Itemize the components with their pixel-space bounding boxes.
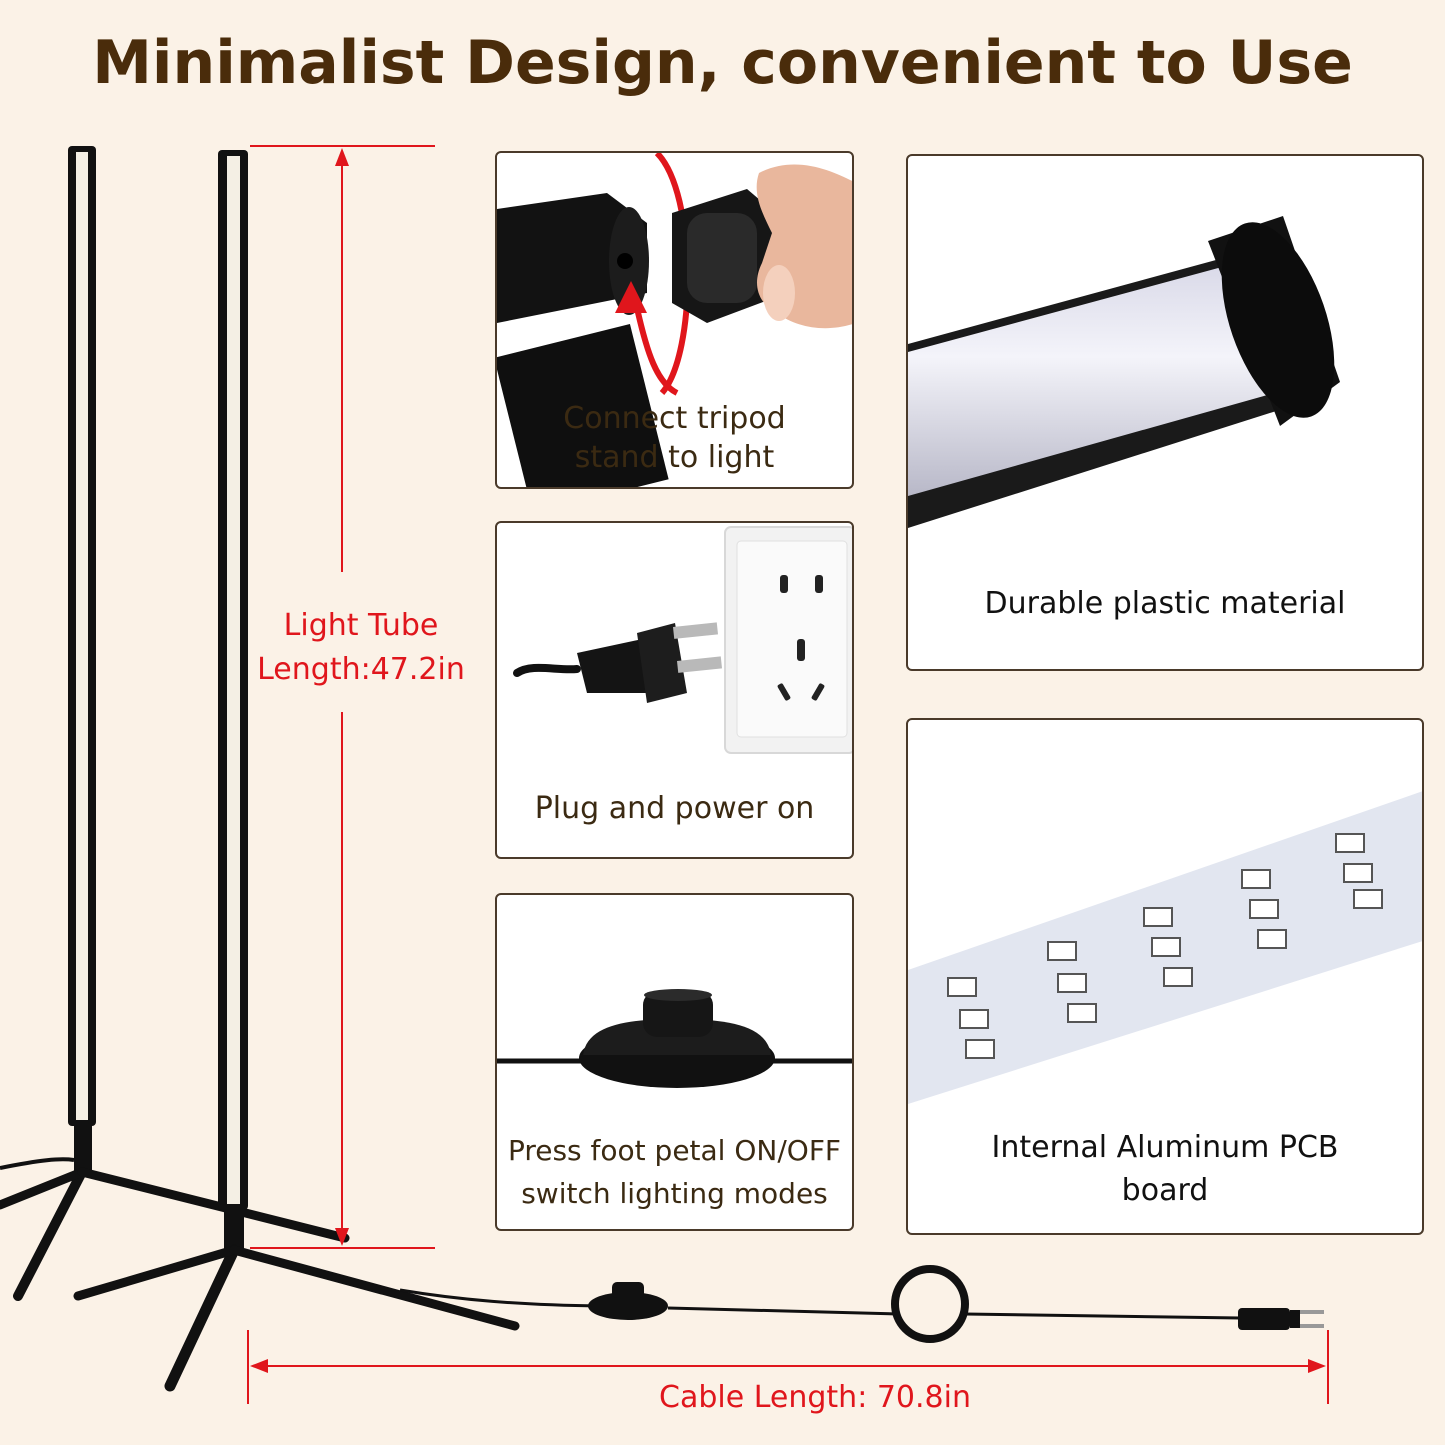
card-foot-switch: Press foot petal ON/OFF switch lighting …: [495, 893, 854, 1231]
tube-length-dimension: [250, 145, 435, 1249]
tube-end-illustration: [908, 216, 1340, 528]
card-pcb: Internal Aluminum PCB board: [906, 718, 1424, 1235]
lamp-leg: [13, 1167, 87, 1301]
plastic-caption: Durable plastic material: [984, 586, 1346, 621]
cable-length-label: Cable Length: 70.8in: [659, 1380, 971, 1415]
foot-caption-line1: Press foot petal ON/OFF: [507, 1134, 842, 1167]
pcb-caption-line1: Internal Aluminum PCB: [991, 1130, 1339, 1165]
foot-switch-caption: Press foot petal ON/OFF switch lighting …: [497, 1129, 852, 1215]
page-title: Minimalist Design, convenient to Use: [92, 28, 1353, 98]
cable-foot-switch: [588, 1292, 668, 1320]
plug-caption: Plug and power on: [534, 791, 815, 826]
cable-plug: [1238, 1308, 1290, 1330]
plug-socket-illustration: [513, 526, 852, 754]
card-plug-power: Plug and power on: [495, 521, 854, 859]
pcb-caption-line2: board: [1121, 1173, 1209, 1208]
tube-length-label-line1: Light Tube: [283, 608, 439, 643]
card-connect-tripod: Connect tripod stand to light: [495, 151, 854, 489]
connect-tripod-caption: Connect tripod stand to light: [497, 399, 852, 477]
cable-length-dimension: [247, 1330, 1329, 1404]
pcb-led-chips: [947, 833, 1383, 1059]
tube-length-label: Light Tube Length:47.2in: [246, 604, 476, 692]
connect-caption-line2: stand to light: [574, 440, 775, 475]
connect-caption-line1: Connect tripod: [563, 401, 786, 436]
cable-coil: [891, 1265, 969, 1343]
connect-tripod-illustration: [497, 153, 852, 487]
foot-switch-illustration: [497, 989, 852, 1088]
foot-caption-line2: switch lighting modes: [521, 1177, 828, 1210]
tube-length-label-line2: Length:47.2in: [257, 652, 465, 687]
pcb-caption: Internal Aluminum PCB board: [908, 1126, 1422, 1212]
card-plastic: Durable plastic material: [906, 154, 1424, 671]
pcb-illustration: [908, 791, 1422, 1104]
